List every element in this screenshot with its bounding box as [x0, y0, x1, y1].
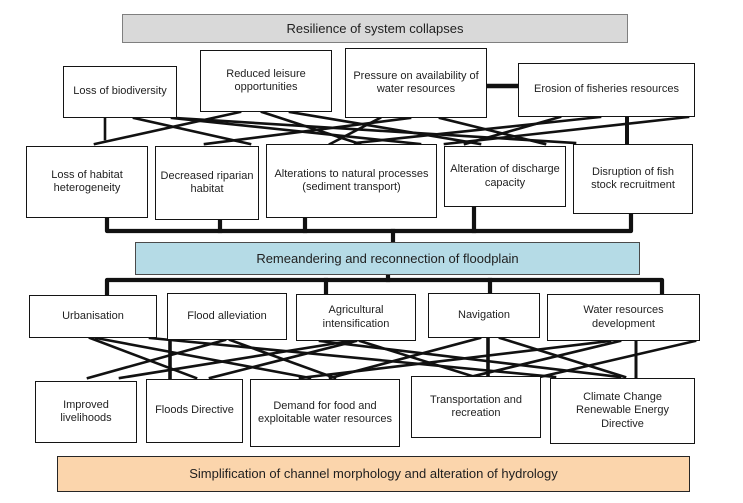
node-label: Alterations to natural processes (sedime… — [274, 167, 429, 193]
node-label: Agricultural intensification — [322, 304, 390, 330]
node-erosion-of-fisheries-resources: Erosion of fisheries resources — [518, 63, 695, 117]
node-label: Pressure on availability of water resour… — [353, 69, 479, 95]
node-label: Urbanisation — [62, 309, 124, 322]
node-label: Transportation and recreation — [430, 393, 522, 419]
node-improved-livelihoods: Improved livelihoods — [35, 381, 137, 443]
node-alterations-to-natural-processes: Alterations to natural processes (sedime… — [266, 144, 437, 218]
banner-resilience-of-system-collapses: Resilience of system collapses — [122, 14, 628, 43]
node-label: Alteration of discharge capacity — [450, 163, 560, 189]
node-flood-alleviation: Flood alleviation — [167, 293, 287, 340]
node-label: Disruption of fish stock recruitment — [591, 165, 675, 191]
node-decreased-riparian-habitat: Decreased riparian habitat — [155, 146, 259, 220]
node-agricultural-intensification: Agricultural intensification — [296, 294, 416, 341]
node-water-resources-development: Water resources development — [547, 294, 700, 341]
node-label: Erosion of fisheries resources — [534, 83, 679, 96]
node-climate-change-renewable-energy-directive: Climate Change Renewable Energy Directiv… — [550, 378, 695, 444]
node-label: Decreased riparian habitat — [160, 169, 254, 195]
node-demand-for-food-and-water: Demand for food and exploitable water re… — [250, 379, 400, 447]
node-label: Loss of habitat heterogeneity — [51, 168, 123, 194]
node-floods-directive: Floods Directive — [146, 379, 243, 443]
bus-impacts-to-restoration — [104, 204, 634, 245]
bus-restoration-to-drivers — [104, 272, 665, 298]
web-impacts — [93, 110, 690, 148]
node-label: Reduced leisure opportunities — [226, 67, 306, 93]
node-loss-of-habitat-heterogeneity: Loss of habitat heterogeneity — [26, 146, 148, 218]
banner-label: Resilience of system collapses — [286, 20, 464, 36]
banner-label: Remeandering and reconnection of floodpl… — [256, 250, 519, 266]
banner-remeandering-reconnection-floodplain: Remeandering and reconnection of floodpl… — [135, 242, 640, 275]
node-label: Improved livelihoods — [60, 398, 112, 424]
node-reduced-leisure-opportunities: Reduced leisure opportunities — [200, 50, 332, 112]
banner-label: Simplification of channel morphology and… — [189, 466, 558, 482]
node-label: Navigation — [458, 308, 510, 321]
node-label: Water resources development — [583, 304, 664, 330]
banner-simplification-channel-morphology: Simplification of channel morphology and… — [57, 456, 690, 492]
node-label: Flood alleviation — [187, 309, 267, 322]
node-disruption-of-fish-stock-recruitment: Disruption of fish stock recruitment — [573, 144, 693, 214]
node-transportation-and-recreation: Transportation and recreation — [411, 376, 541, 438]
node-loss-of-biodiversity: Loss of biodiversity — [63, 66, 177, 118]
node-urbanisation: Urbanisation — [29, 295, 157, 338]
node-label: Loss of biodiversity — [73, 85, 167, 98]
node-alteration-of-discharge-capacity: Alteration of discharge capacity — [444, 146, 566, 207]
node-label: Floods Directive — [155, 404, 234, 417]
web-drivers — [86, 336, 697, 381]
node-pressure-on-water-resources: Pressure on availability of water resour… — [345, 48, 487, 118]
node-navigation: Navigation — [428, 293, 540, 338]
node-label: Demand for food and exploitable water re… — [258, 399, 392, 425]
node-label: Climate Change Renewable Energy Directiv… — [576, 390, 669, 430]
